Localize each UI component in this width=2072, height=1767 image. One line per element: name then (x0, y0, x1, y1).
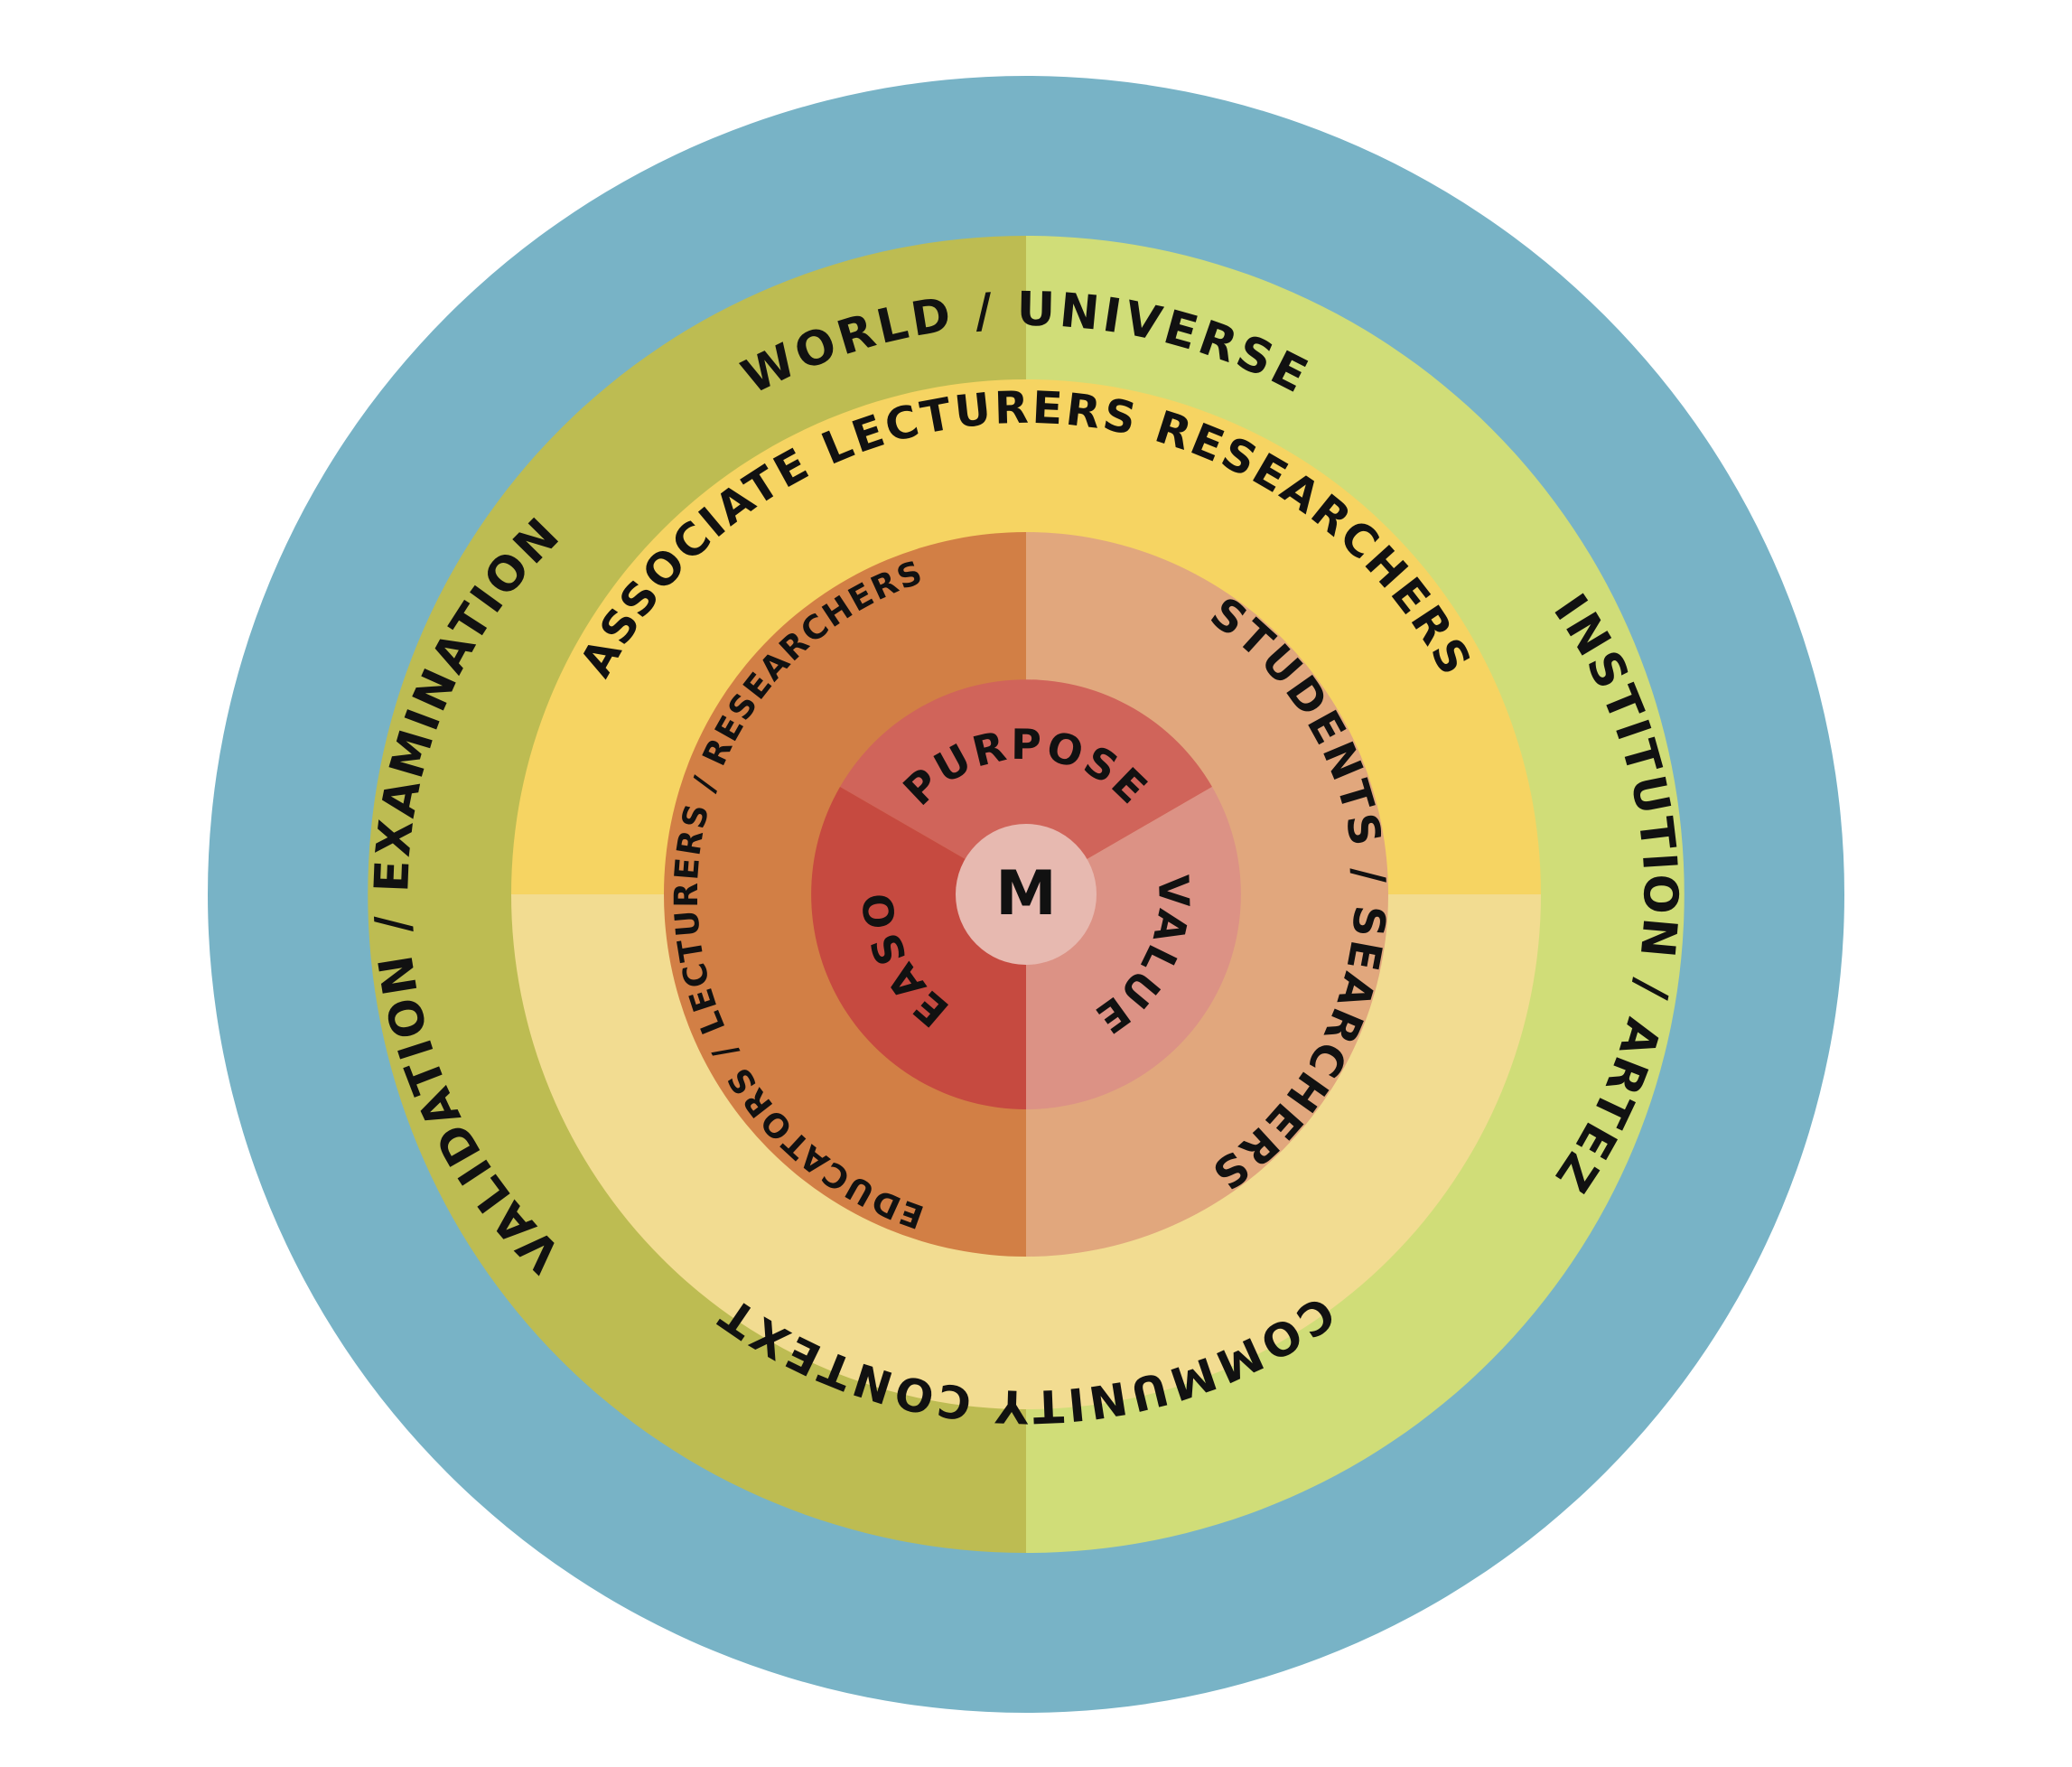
center-disc (956, 824, 1097, 965)
segment-purpose (840, 679, 1212, 894)
center-label-m: M (995, 858, 1057, 930)
